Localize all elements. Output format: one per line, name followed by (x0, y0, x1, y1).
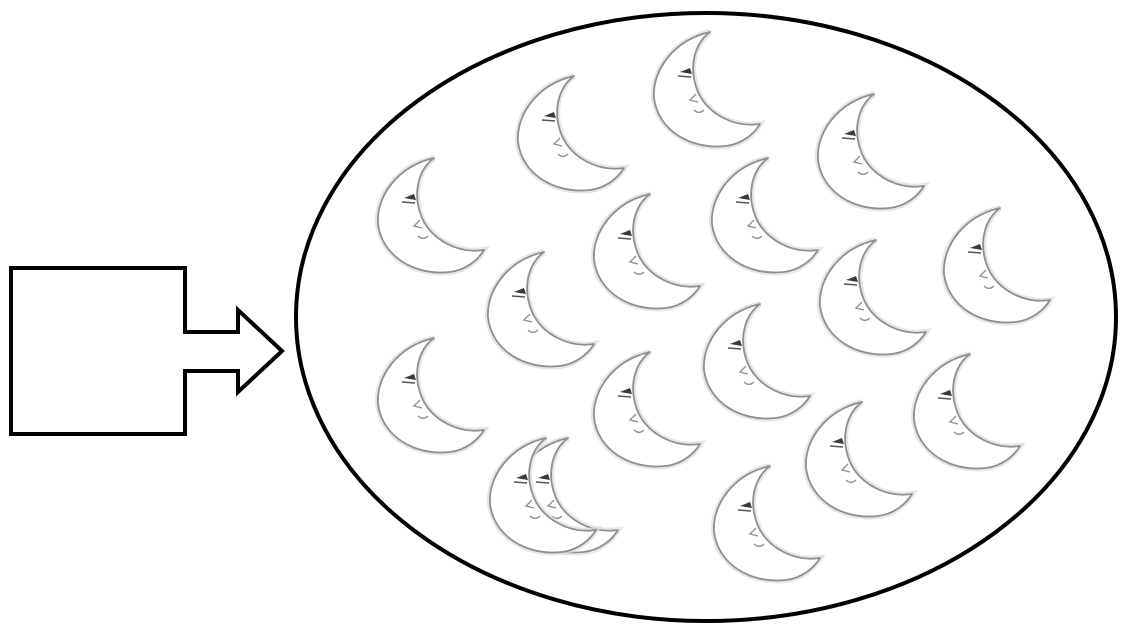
block-arrow-right-icon (11, 268, 282, 434)
